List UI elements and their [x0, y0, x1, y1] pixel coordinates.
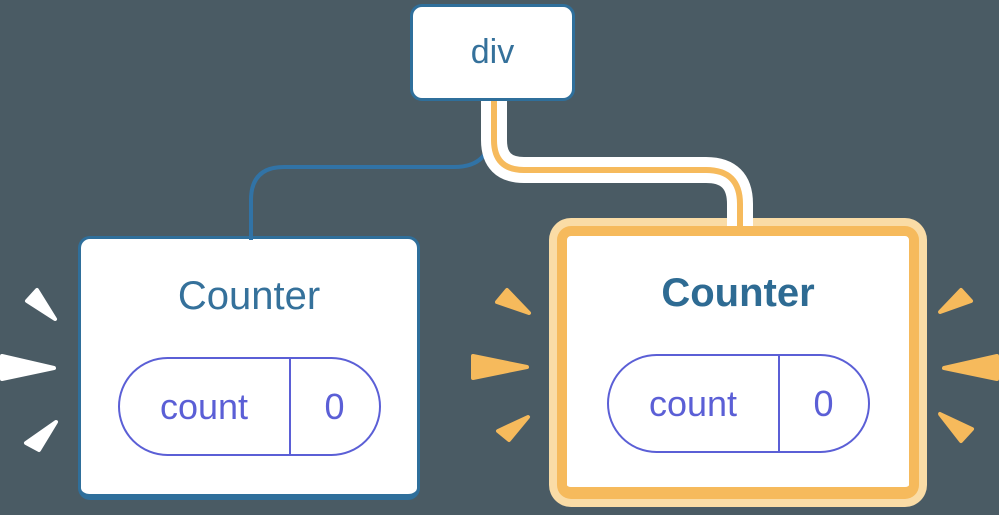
left-card-sparkles — [0, 288, 58, 452]
right-card-sparkles-left — [471, 288, 531, 442]
sparkle-icon — [942, 354, 999, 381]
edge-to-right-counter-casing — [481, 97, 753, 226]
state-pill: count 0 — [117, 357, 381, 456]
state-pill: count 0 — [606, 354, 870, 453]
sparkle-icon — [471, 354, 529, 380]
counter-card-right: Counter count 0 — [557, 226, 919, 499]
root-node-label: div — [470, 33, 515, 71]
state-value: 0 — [288, 359, 379, 454]
counter-card-right-highlight-ring: Counter count 0 — [549, 218, 927, 507]
right-card-sparkles-right — [938, 288, 999, 443]
state-key: count — [648, 382, 738, 424]
root-node-div: div — [410, 4, 575, 101]
sparkle-icon — [496, 415, 530, 442]
counter-card-left: Counter count 0 — [78, 236, 420, 500]
state-value: 0 — [777, 356, 868, 451]
sparkle-icon — [24, 420, 58, 452]
counter-title: Counter — [661, 271, 815, 315]
edge-to-right-counter — [491, 97, 743, 232]
edge-to-left-counter — [249, 95, 493, 240]
counter-title: Counter — [177, 274, 321, 318]
state-key: count — [159, 385, 249, 427]
sparkle-icon — [495, 288, 531, 315]
sparkle-icon — [25, 288, 57, 321]
sparkle-icon — [938, 288, 973, 314]
sparkle-icon — [938, 412, 974, 443]
sparkle-icon — [0, 354, 56, 381]
